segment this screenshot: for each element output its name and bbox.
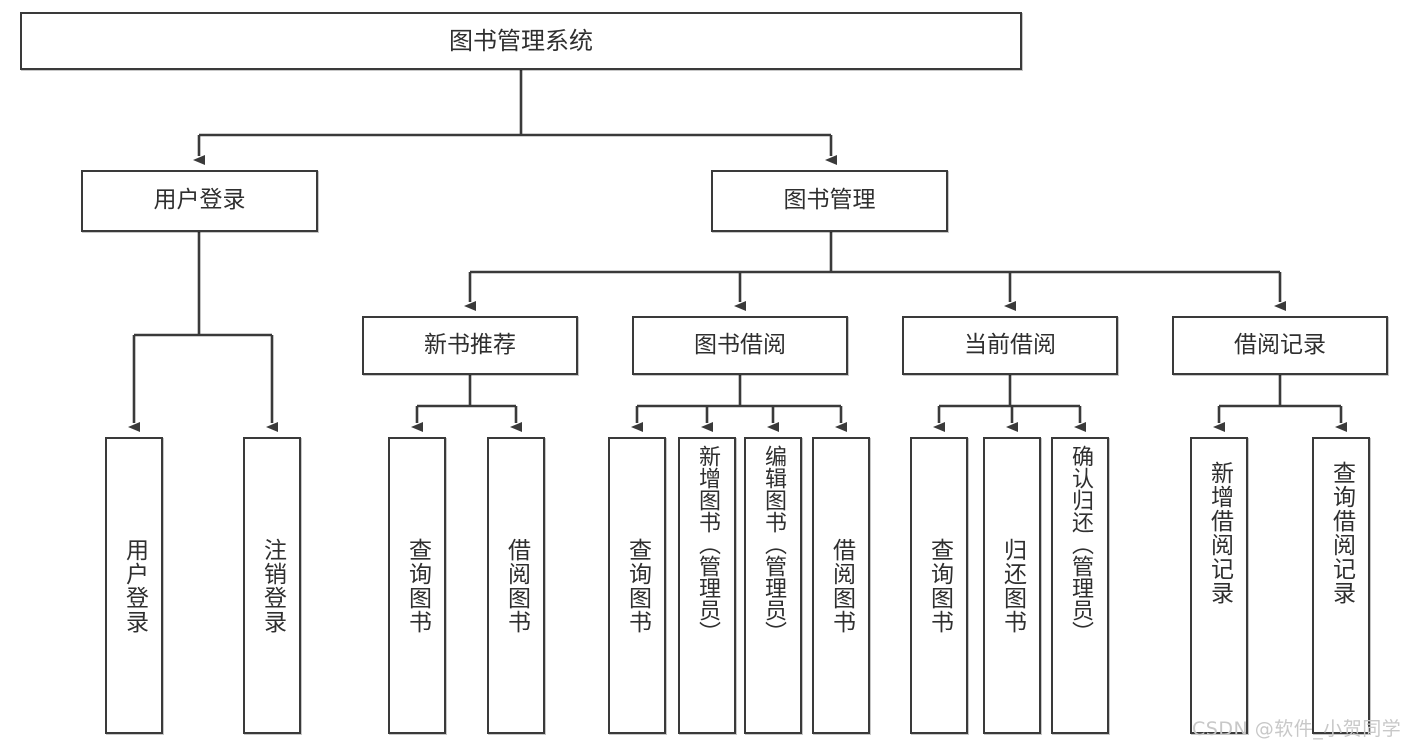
leaf-query-borrow-record[interactable]: 查询借阅记录 xyxy=(1312,437,1370,734)
leaf-user-login[interactable]: 用户登录 xyxy=(105,437,163,734)
node-current-borrow[interactable]: 当前借阅 xyxy=(902,316,1118,375)
leaf-add-book-admin[interactable]: 新增图书（管理员） xyxy=(678,437,736,734)
node-borrow-record-label: 借阅记录 xyxy=(1234,331,1326,358)
node-book-borrow[interactable]: 图书借阅 xyxy=(632,316,848,375)
leaf-borrow-book-recommend[interactable]: 借阅图书 xyxy=(487,437,545,734)
leaf-borrow-book-label: 借阅图书 xyxy=(828,537,855,634)
leaf-query-borrow-record-label: 查询借阅记录 xyxy=(1328,461,1355,605)
leaf-add-borrow-record[interactable]: 新增借阅记录 xyxy=(1190,437,1248,734)
leaf-confirm-return-admin-label: 确认归还（管理员） xyxy=(1068,445,1093,643)
node-root[interactable]: 图书管理系统 xyxy=(20,12,1022,70)
leaf-add-borrow-record-label: 新增借阅记录 xyxy=(1206,461,1233,605)
leaf-edit-book-admin-label: 编辑图书（管理员） xyxy=(761,445,786,643)
node-root-label: 图书管理系统 xyxy=(449,26,593,55)
leaf-query-book-borrow[interactable]: 查询图书 xyxy=(608,437,666,734)
leaf-query-book-recommend-label: 查询图书 xyxy=(404,537,431,634)
node-book-management[interactable]: 图书管理 xyxy=(711,170,948,232)
leaf-borrow-book[interactable]: 借阅图书 xyxy=(812,437,870,734)
leaf-add-book-admin-label: 新增图书（管理员） xyxy=(695,445,720,643)
leaf-query-book-current-label: 查询图书 xyxy=(926,537,953,634)
node-new-book-recommend[interactable]: 新书推荐 xyxy=(362,316,578,375)
leaf-user-login-label: 用户登录 xyxy=(121,537,148,634)
leaf-logout[interactable]: 注销登录 xyxy=(243,437,301,734)
leaf-query-book-current[interactable]: 查询图书 xyxy=(910,437,968,734)
node-book-borrow-label: 图书借阅 xyxy=(694,331,786,358)
leaf-logout-label: 注销登录 xyxy=(259,537,286,634)
watermark: CSDN @软件_小贺同学 xyxy=(1192,718,1402,740)
node-current-borrow-label: 当前借阅 xyxy=(964,331,1056,358)
leaf-query-book-borrow-label: 查询图书 xyxy=(624,537,651,634)
node-new-book-recommend-label: 新书推荐 xyxy=(424,331,516,358)
leaf-borrow-book-recommend-label: 借阅图书 xyxy=(503,537,530,634)
node-user-login-label: 用户登录 xyxy=(153,187,246,214)
leaf-return-book-label: 归还图书 xyxy=(999,537,1026,634)
node-user-login[interactable]: 用户登录 xyxy=(81,170,318,232)
node-borrow-record[interactable]: 借阅记录 xyxy=(1172,316,1388,375)
leaf-confirm-return-admin[interactable]: 确认归还（管理员） xyxy=(1051,437,1109,734)
node-book-management-label: 图书管理 xyxy=(783,187,876,214)
leaf-return-book[interactable]: 归还图书 xyxy=(983,437,1041,734)
leaf-edit-book-admin[interactable]: 编辑图书（管理员） xyxy=(744,437,802,734)
leaf-query-book-recommend[interactable]: 查询图书 xyxy=(388,437,446,734)
